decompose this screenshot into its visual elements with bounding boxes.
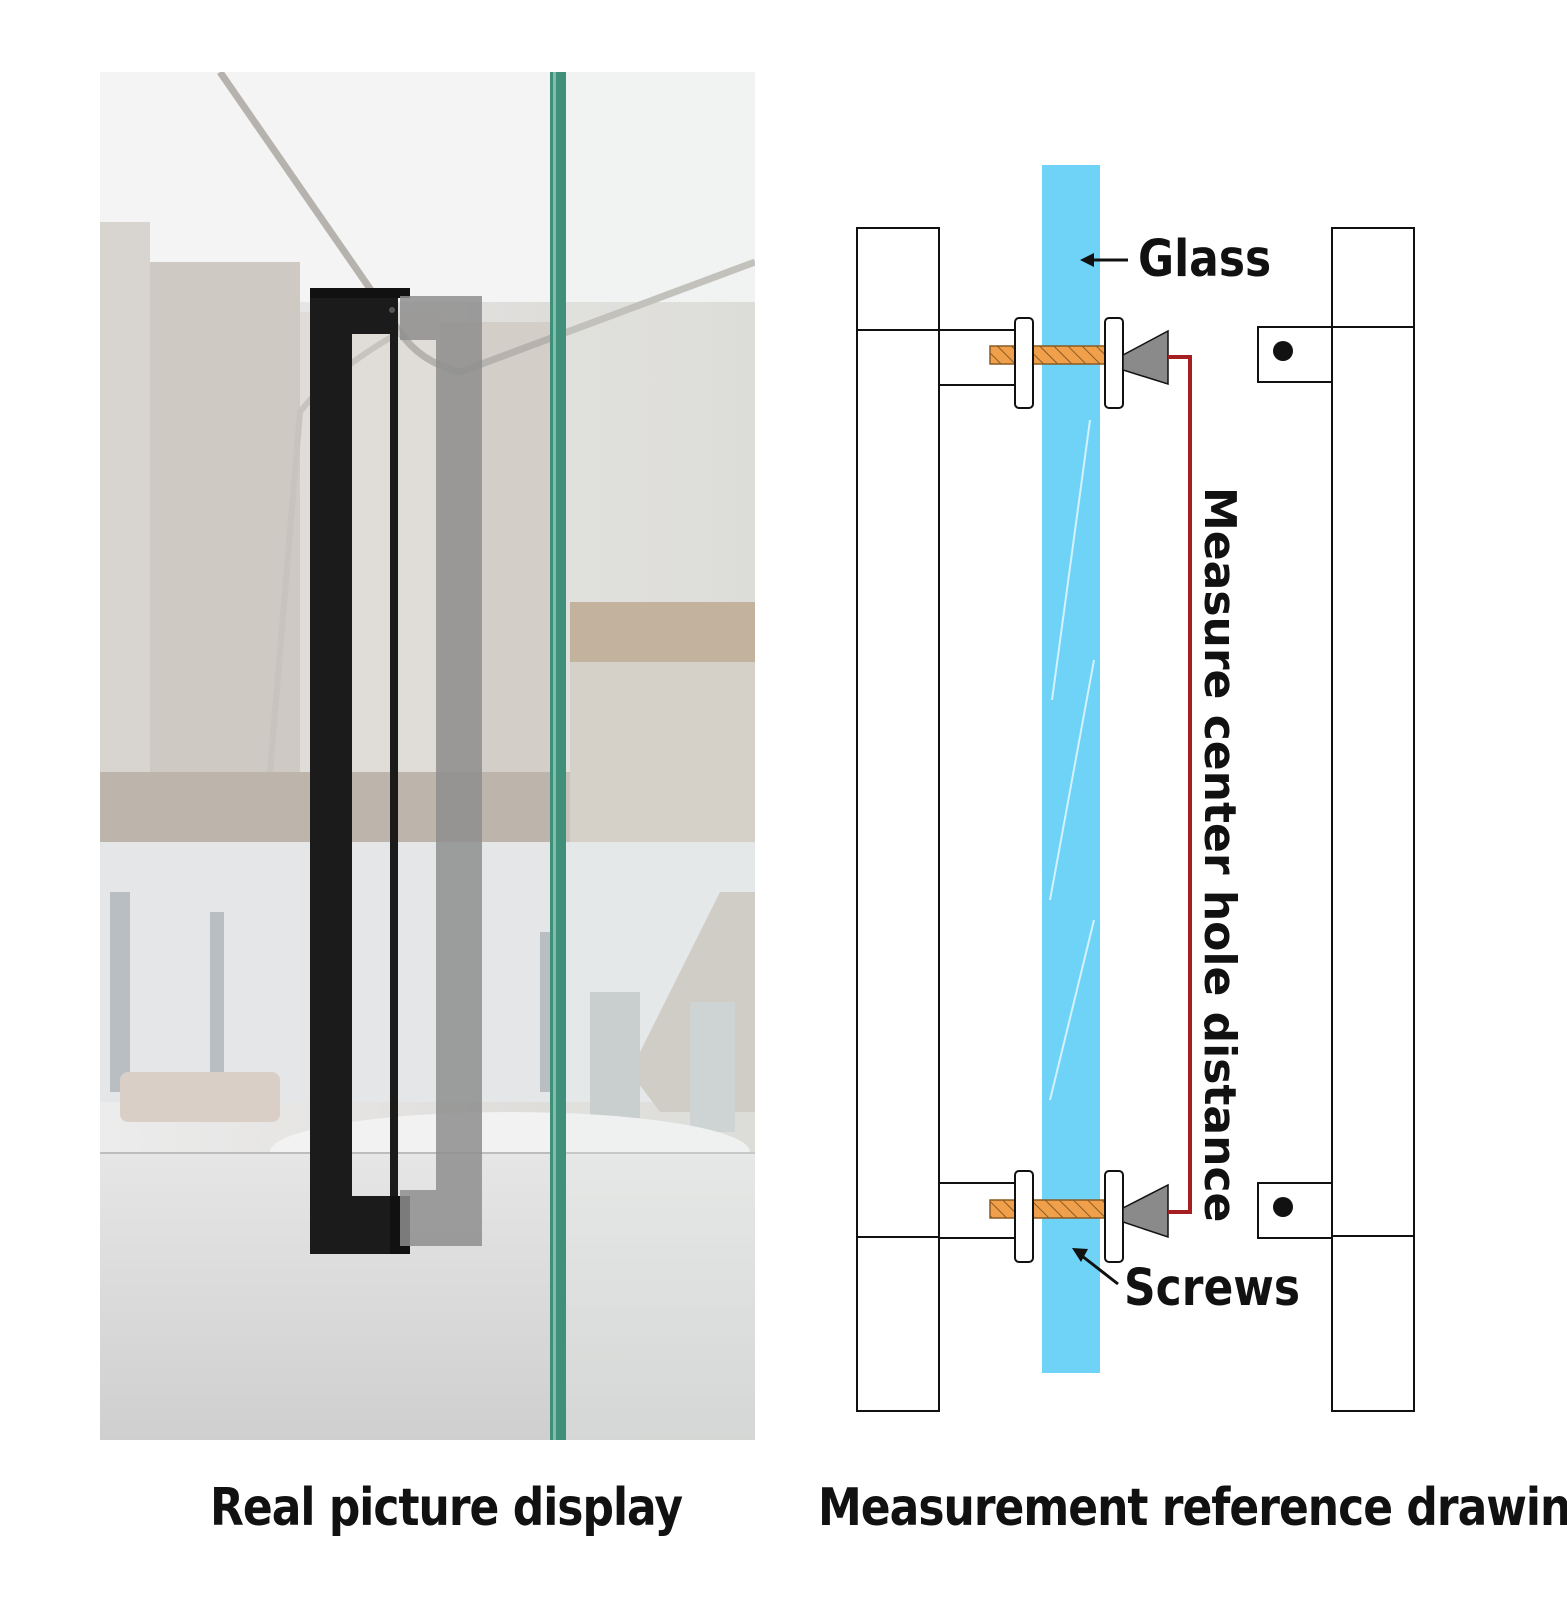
glass-reflection: [1051, 419, 1091, 701]
real-photo: [100, 72, 755, 1440]
screws-arrow: [1072, 1248, 1119, 1286]
measure-line: [1168, 355, 1192, 1214]
screw-bottom: [989, 1170, 1169, 1263]
right-handle: [1257, 227, 1415, 1412]
glass-arrow: [1080, 253, 1128, 267]
model-building: [590, 992, 640, 1132]
glass-door: [560, 72, 755, 1440]
caption-measurement-drawing: Measurement reference drawing: [818, 1478, 1567, 1539]
photo-scene: [100, 72, 755, 1440]
wall-panel: [100, 222, 150, 782]
glass-label: Glass: [1138, 230, 1271, 289]
mount-hole-top: [1273, 341, 1293, 361]
wood-ceiling: [570, 602, 755, 662]
column: [210, 912, 224, 1092]
column: [110, 892, 130, 1092]
glass-edge-highlight: [553, 72, 556, 1440]
glass-strip: [1042, 165, 1100, 1373]
mount-hole-bottom: [1273, 1197, 1293, 1217]
left-handle: [856, 227, 1020, 1412]
model-building: [690, 1002, 735, 1132]
screws-label: Screws: [1124, 1259, 1300, 1318]
floor-line: [100, 1152, 755, 1154]
screw-top: [989, 317, 1169, 409]
upper-floor: [570, 662, 755, 862]
handle-gray: [400, 296, 482, 1246]
glass-reflection: [1049, 919, 1095, 1101]
glass-reflection: [1049, 659, 1095, 901]
caption-real-picture: Real picture display: [210, 1478, 683, 1539]
measure-label: Measure center hole distance: [1194, 487, 1245, 1222]
lounge-seating: [120, 1072, 280, 1122]
